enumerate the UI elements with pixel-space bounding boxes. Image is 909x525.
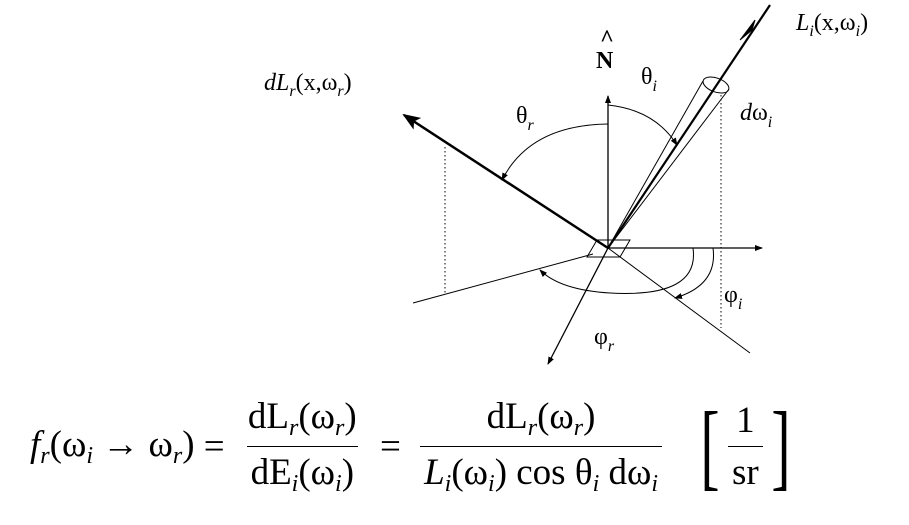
- num-args-sub: r: [573, 414, 584, 441]
- f-sub: r: [40, 442, 50, 469]
- equals-2: =: [370, 425, 411, 467]
- unit-denominator: sr: [727, 445, 763, 494]
- incident-arrowhead-icon: [739, 19, 756, 41]
- den-args: (ω: [451, 451, 489, 493]
- phi-i-arc: [674, 247, 715, 299]
- equals-1: =: [194, 425, 234, 467]
- normal-label: N: [596, 48, 614, 74]
- den-args: (ω: [298, 451, 336, 493]
- fraction-1: dLr(ωr) dEi(ωi): [244, 395, 361, 498]
- solid-angle-cone-right: [607, 88, 730, 249]
- reflected-projection-line: [412, 253, 594, 304]
- surface-patch: [586, 239, 631, 258]
- num-dl: dL: [486, 395, 528, 437]
- fraction-2: dLr(ωr) Li(ωi) cos θi dωi: [420, 395, 663, 498]
- incident-radiance-label: Li(x,ωi): [795, 10, 868, 40]
- den-de: dE: [250, 451, 292, 493]
- den-close: ): [341, 451, 355, 493]
- unit-numerator: 1: [736, 399, 755, 441]
- incident-ray: [607, 4, 771, 249]
- num-close: ): [583, 395, 596, 437]
- den-domega: dω: [599, 451, 652, 493]
- reflected-ray: [402, 113, 609, 250]
- num-args: (ω: [537, 395, 574, 437]
- phi-r-arc: [539, 247, 694, 294]
- theta-i-label: θi: [641, 64, 657, 95]
- solid-angle-ellipse: [702, 76, 730, 94]
- bracket-close: ]: [771, 392, 791, 499]
- lhs-arrow: → ω: [92, 423, 173, 465]
- phi-i-label: φi: [724, 282, 742, 313]
- theta-r-label: θr: [516, 103, 535, 134]
- den-args-sub: i: [335, 470, 342, 497]
- unit-fraction: 1 sr: [727, 399, 763, 494]
- brdf-formula: fr(ωi → ωr) = dLr(ωr) dEi(ωi) = dLr(ωr) …: [30, 395, 797, 498]
- reflected-radiance-label: dLr(x,ωr): [264, 70, 352, 100]
- formula-lhs: fr(ωi → ωr): [30, 423, 195, 470]
- lhs-close: ): [182, 423, 195, 465]
- theta-i-arc: [607, 104, 678, 146]
- num-dl: dL: [247, 395, 289, 437]
- normal-hat: ^: [600, 26, 614, 52]
- num-sub: r: [289, 414, 299, 441]
- phi-r-label: φr: [594, 324, 615, 355]
- d-omega-i-label: dωi: [740, 100, 772, 131]
- den-l: L: [424, 451, 445, 493]
- wr-sub: r: [172, 442, 183, 469]
- solid-angle-cone-left: [607, 80, 704, 249]
- brdf-geometry-diagram: N ^ θi θr φi φr dωi Li(x,ωi) dLr(x,ωr): [264, 4, 868, 365]
- wi-sub: i: [86, 442, 93, 469]
- incident-projection-line: [607, 247, 751, 354]
- fraction-2-denominator: Li(ωi) cos θi dωi: [420, 445, 663, 498]
- num-args-sub: r: [335, 414, 345, 441]
- unit-bracket: [ 1 sr ]: [694, 398, 797, 494]
- den-l-sub: i: [444, 470, 452, 497]
- theta-r-arc: [501, 123, 609, 181]
- lhs-open: (ω: [49, 423, 87, 465]
- num-sub: r: [527, 414, 538, 441]
- num-args: (ω: [298, 395, 336, 437]
- fraction-2-numerator: dLr(ωr): [483, 395, 600, 446]
- y-axis: [547, 247, 609, 365]
- den-domega-sub: i: [651, 470, 659, 497]
- den-cos-theta: ) cos θ: [494, 451, 593, 493]
- fraction-1-numerator: dLr(ωr): [244, 395, 361, 446]
- fraction-1-denominator: dEi(ωi): [246, 445, 359, 498]
- den-args-sub: i: [488, 470, 495, 497]
- f: f: [30, 423, 41, 465]
- bracket-open: [: [700, 392, 720, 499]
- den-sub: i: [291, 470, 299, 497]
- den-theta-sub: i: [592, 470, 600, 497]
- num-close: ): [344, 395, 357, 437]
